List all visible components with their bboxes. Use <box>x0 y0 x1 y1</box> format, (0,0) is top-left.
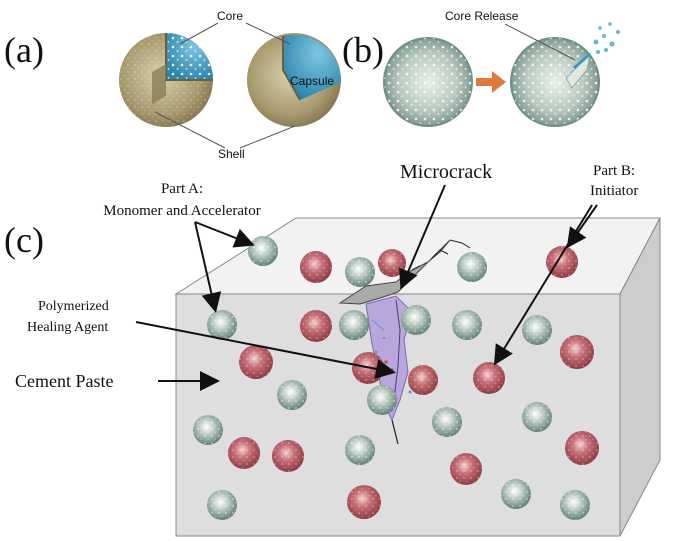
panel-a-label: (a) <box>4 30 44 70</box>
capsule-cutaway-right <box>247 33 342 127</box>
part-b-arrow-1 <box>566 204 598 249</box>
green-capsule <box>522 402 552 432</box>
red-capsule <box>450 453 482 485</box>
red-capsule <box>378 249 406 277</box>
part-a-label-line2: Monomer and Accelerator <box>103 203 260 219</box>
green-capsule <box>345 435 375 465</box>
panel-c-label: (c) <box>4 220 44 260</box>
ruptured-capsule <box>510 37 600 127</box>
healing-agent-label-line1: Polymerized <box>38 299 109 314</box>
green-capsule <box>193 415 223 445</box>
green-capsule <box>401 305 431 335</box>
panel-b-label: (b) <box>342 30 384 70</box>
green-capsule <box>560 490 590 520</box>
released-core-droplets <box>593 22 620 54</box>
shell-leader-lines <box>154 111 296 149</box>
red-capsule <box>300 310 332 342</box>
red-capsule <box>347 485 381 519</box>
part-a-arrow-2 <box>194 221 222 313</box>
green-capsule <box>367 385 397 415</box>
part-b-label-line1: Part B: <box>593 163 635 179</box>
red-capsule <box>565 431 599 465</box>
intact-capsule <box>383 37 473 127</box>
capsule-cutaway-left <box>119 33 213 127</box>
green-capsule <box>345 257 375 287</box>
shell-label: Shell <box>218 147 245 161</box>
green-capsule <box>207 310 237 340</box>
green-capsule <box>207 490 237 520</box>
microcrack-arrow <box>399 184 446 290</box>
core-label: Core <box>217 9 243 23</box>
red-capsule <box>546 246 578 278</box>
green-capsule <box>339 310 369 340</box>
microcrack <box>338 239 471 445</box>
part-a-arrow-1 <box>194 221 255 248</box>
annotation-arrows <box>135 184 598 391</box>
orange-arrow <box>476 71 506 93</box>
red-capsule <box>272 440 304 472</box>
cement-paste-label: Cement Paste <box>15 371 113 391</box>
red-capsule <box>473 362 505 394</box>
green-capsule <box>277 380 307 410</box>
part-b-arrow-2 <box>493 204 593 366</box>
part-a-label-line1: Part A: <box>161 181 203 197</box>
green-capsule <box>452 310 482 340</box>
red-capsule <box>239 345 273 379</box>
green-capsule <box>432 407 462 437</box>
green-capsule <box>522 315 552 345</box>
green-capsule <box>501 479 531 509</box>
core-release-label: Core Release <box>445 9 519 23</box>
healing-agent-label-line2: Healing Agent <box>27 320 108 335</box>
red-capsule <box>560 335 594 369</box>
core-leader-lines <box>179 22 291 45</box>
green-capsule <box>457 252 487 282</box>
part-b-label-line2: Initiator <box>590 183 638 199</box>
red-capsule <box>228 437 260 469</box>
healing-agent-arrow <box>135 321 396 379</box>
part-a-capsules <box>193 236 590 520</box>
green-capsule <box>248 236 278 266</box>
microcrack-label: Microcrack <box>400 161 492 183</box>
red-capsule <box>300 251 332 283</box>
core-release-leader <box>504 23 576 61</box>
cement-top-face <box>174 217 661 295</box>
red-capsule <box>408 365 438 395</box>
capsule-label: Capsule <box>290 74 334 88</box>
